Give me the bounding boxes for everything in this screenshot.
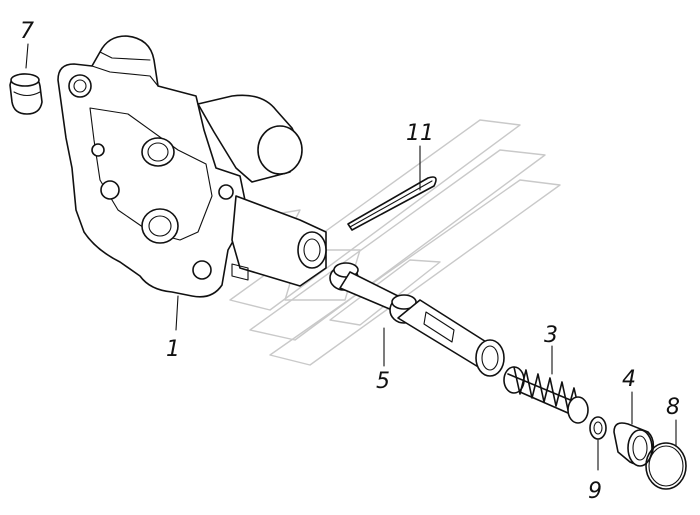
callout-5: 5 [376,369,390,394]
callout-9: 9 [588,479,602,504]
seal-ring-part [645,442,687,490]
washer-part [589,416,607,440]
cap-part [9,73,43,115]
cotter-pin-part [347,176,437,231]
valve-part [329,262,505,377]
pump-body-part [57,35,327,298]
plug-part [613,422,655,467]
callout-3: 3 [544,323,558,348]
spring-part [503,366,589,424]
callout-7: 7 [20,19,34,44]
callout-4: 4 [622,367,636,392]
leader-lines [25,43,677,471]
callout-8: 8 [666,395,680,420]
callout-11: 11 [406,121,434,146]
callout-1: 1 [166,337,180,362]
